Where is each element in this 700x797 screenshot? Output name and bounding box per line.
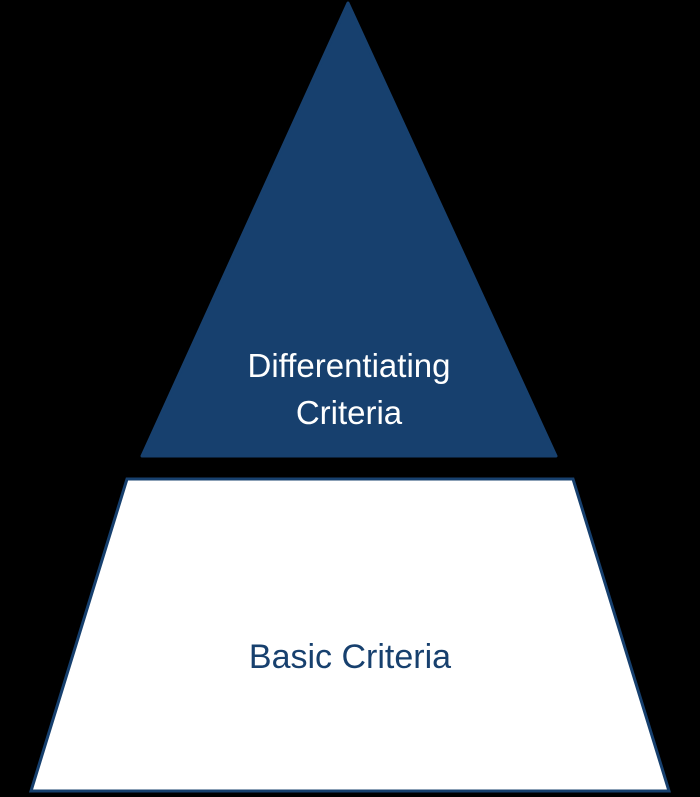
- top-segment-label-line1: Differentiating: [247, 347, 450, 384]
- pyramid-bottom-segment-shape: [28, 477, 672, 793]
- pyramid-top-segment-shape: [140, 1, 558, 458]
- top-segment-label-line2: Criteria: [296, 394, 403, 431]
- bottom-segment-label: Basic Criteria: [249, 638, 451, 676]
